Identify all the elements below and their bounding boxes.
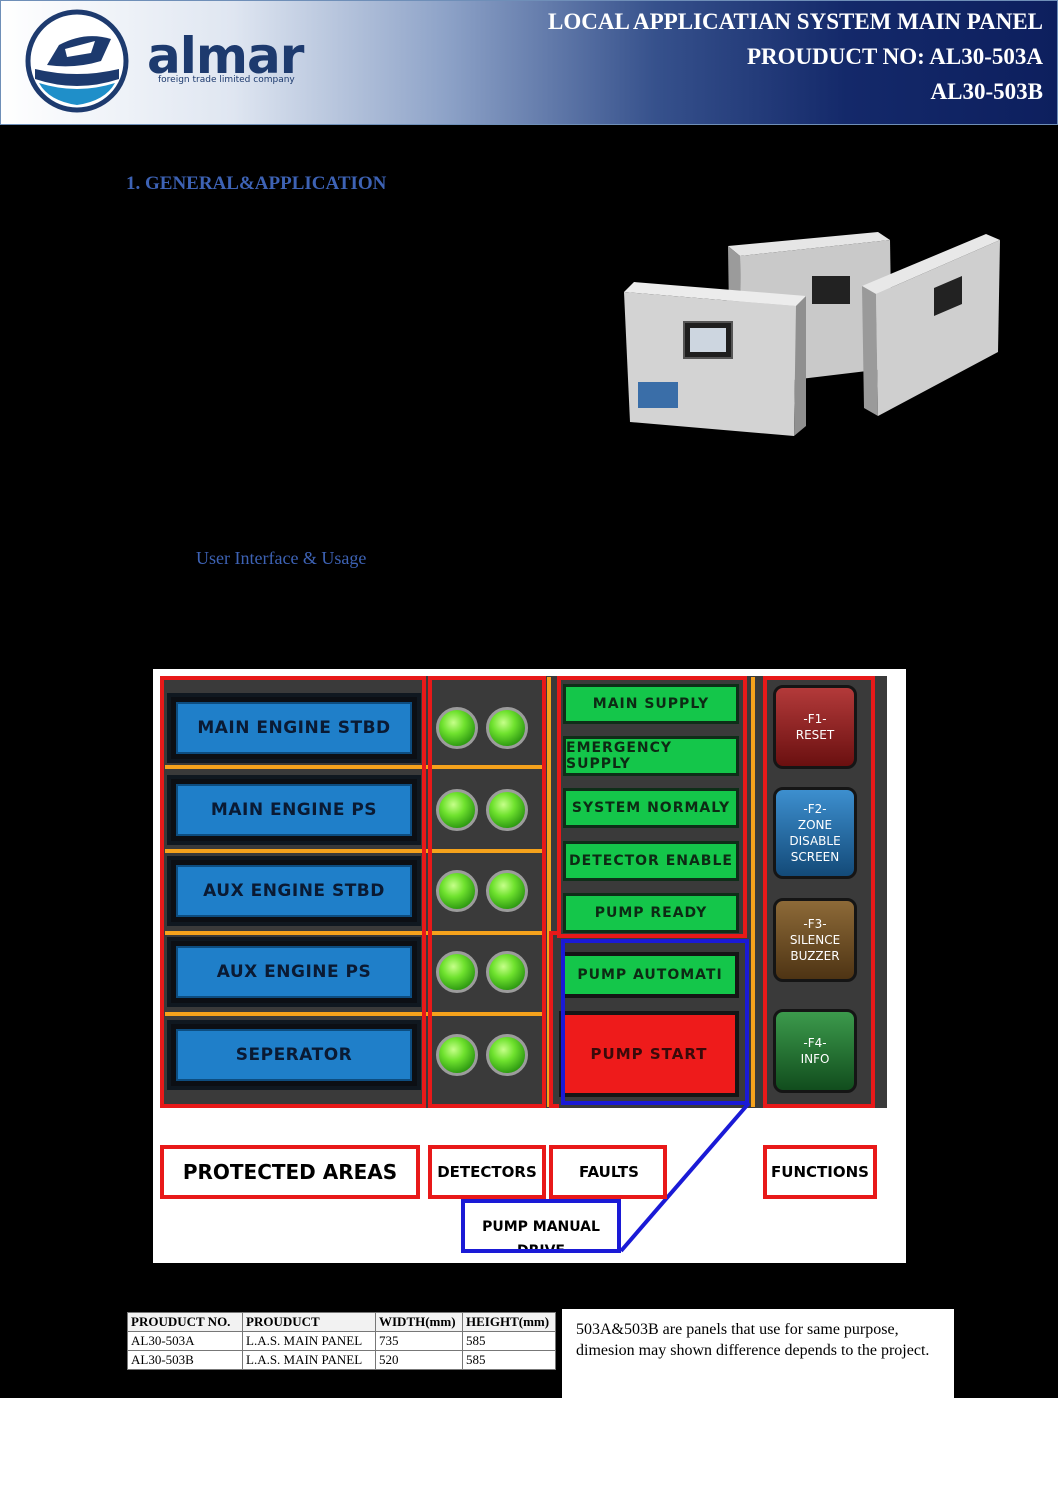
table-cell: 520 (375, 1350, 463, 1370)
detector-led-icon (486, 1034, 528, 1076)
table-cell: 735 (375, 1331, 463, 1351)
detector-led-icon (436, 789, 478, 831)
header-title: LOCAL APPLICATIAN SYSTEM MAIN PANEL (548, 9, 1043, 34)
functions-group (763, 676, 875, 1108)
spec-table: PROUDUCT NO. PROUDUCT WIDTH(mm) HEIGHT(m… (127, 1312, 556, 1370)
table-cell: 585 (462, 1350, 556, 1370)
section-title: 1. GENERAL&APPLICATION (126, 173, 387, 194)
f1-text: RESET (795, 728, 835, 742)
pump-manual-connector (619, 1101, 751, 1253)
ship-logo-icon (25, 9, 129, 113)
pump-manual-group (561, 939, 749, 1105)
table-header: HEIGHT(mm) (462, 1312, 556, 1332)
faults-group (557, 676, 747, 938)
table-header: PROUDUCT (242, 1312, 376, 1332)
f2-line1: ZONE (797, 818, 833, 832)
header-product-no-2: AL30-503B (930, 79, 1043, 104)
header-product-no: PROUDUCT NO: AL30-503A (746, 44, 1043, 69)
separator (165, 1012, 543, 1016)
table-row: AL30-503B L.A.S. MAIN PANEL 520 585 (127, 1350, 556, 1370)
f2-line3: SCREEN (790, 850, 840, 864)
f1-key-label: -F1- (803, 712, 827, 726)
pump-start-button[interactable]: PUMP START (559, 1011, 739, 1097)
f3-silence-buzzer-button[interactable]: -F3- SILENCE BUZZER (773, 898, 857, 982)
detector-led-icon (486, 951, 528, 993)
protected-areas-group (160, 676, 426, 1108)
detectors-group (428, 676, 546, 1108)
f3-key-label: -F3- (803, 917, 827, 931)
area-label: AUX ENGINE STBD (176, 865, 412, 917)
area-seperator[interactable]: SEPERATOR (167, 1020, 421, 1090)
separator (751, 677, 755, 1107)
area-label: SEPERATOR (176, 1029, 412, 1081)
detector-led-icon (436, 707, 478, 749)
table-header: WIDTH(mm) (375, 1312, 463, 1332)
note-box: 503A&503B are panels that use for same p… (562, 1309, 954, 1398)
brand-name: almar (147, 27, 304, 85)
faults-group-bracket (549, 931, 559, 1108)
label-pump-manual-drive: PUMP MANUAL DRIVE (461, 1199, 621, 1253)
separator (547, 677, 551, 1107)
separator (165, 849, 543, 853)
table-cell: L.A.S. MAIN PANEL (242, 1350, 376, 1370)
label-functions: FUNCTIONS (763, 1145, 877, 1199)
separator (165, 765, 543, 769)
f4-info-button[interactable]: -F4- INFO (773, 1009, 857, 1093)
detector-led-icon (436, 870, 478, 912)
product-photo (624, 232, 1000, 436)
table-header-row: PROUDUCT NO. PROUDUCT WIDTH(mm) HEIGHT(m… (127, 1312, 556, 1332)
table-cell: L.A.S. MAIN PANEL (242, 1331, 376, 1351)
fault-system-normaly: SYSTEM NORMALY (563, 788, 739, 828)
table-row: AL30-503A L.A.S. MAIN PANEL 735 585 (127, 1331, 556, 1351)
area-label: AUX ENGINE PS (176, 946, 412, 998)
label-protected-areas: PROTECTED AREAS (160, 1145, 420, 1199)
area-label: MAIN ENGINE PS (176, 784, 412, 836)
area-aux-engine-stbd[interactable]: AUX ENGINE STBD (167, 856, 421, 926)
fault-detector-enable: DETECTOR ENABLE (563, 841, 739, 881)
fault-main-supply: MAIN SUPPLY (563, 684, 739, 724)
area-main-engine-stbd[interactable]: MAIN ENGINE STBD (167, 693, 421, 763)
section-subtitle: User Interface & Usage (196, 548, 367, 568)
detector-led-icon (436, 951, 478, 993)
area-label: MAIN ENGINE STBD (176, 702, 412, 754)
detector-led-icon (486, 870, 528, 912)
label-detectors: DETECTORS (428, 1145, 546, 1199)
f4-text: INFO (800, 1052, 830, 1066)
table-cell: AL30-503B (127, 1350, 243, 1370)
f2-line2: DISABLE (789, 834, 841, 848)
detector-led-icon (486, 789, 528, 831)
f4-key-label: -F4- (803, 1036, 827, 1050)
area-aux-engine-ps[interactable]: AUX ENGINE PS (167, 937, 421, 1007)
fault-emergency-supply: EMERGENCY SUPPLY (563, 736, 739, 776)
brand-tagline: foreign trade limited company (158, 75, 295, 85)
header-banner: almar foreign trade limited company LOCA… (0, 0, 1058, 125)
detector-led-icon (436, 1034, 478, 1076)
f2-zone-disable-button[interactable]: -F2- ZONE DISABLE SCREEN (773, 787, 857, 879)
separator (165, 931, 543, 935)
table-header: PROUDUCT NO. (127, 1312, 243, 1332)
f1-reset-button[interactable]: -F1- RESET (773, 685, 857, 769)
detector-led-icon (486, 707, 528, 749)
table-cell: AL30-503A (127, 1331, 243, 1351)
label-faults: FAULTS (549, 1145, 667, 1199)
area-main-engine-ps[interactable]: MAIN ENGINE PS (167, 775, 421, 845)
f3-line1: SILENCE (789, 933, 841, 947)
f3-line2: BUZZER (790, 949, 840, 963)
hmi-panel-diagram: MAIN ENGINE STBD MAIN ENGINE PS AUX ENGI… (153, 669, 906, 1263)
table-cell: 585 (462, 1331, 556, 1351)
fault-pump-ready: PUMP READY (563, 893, 739, 933)
f2-key-label: -F2- (803, 802, 827, 816)
pump-automatic-button[interactable]: PUMP AUTOMATI (561, 952, 739, 998)
